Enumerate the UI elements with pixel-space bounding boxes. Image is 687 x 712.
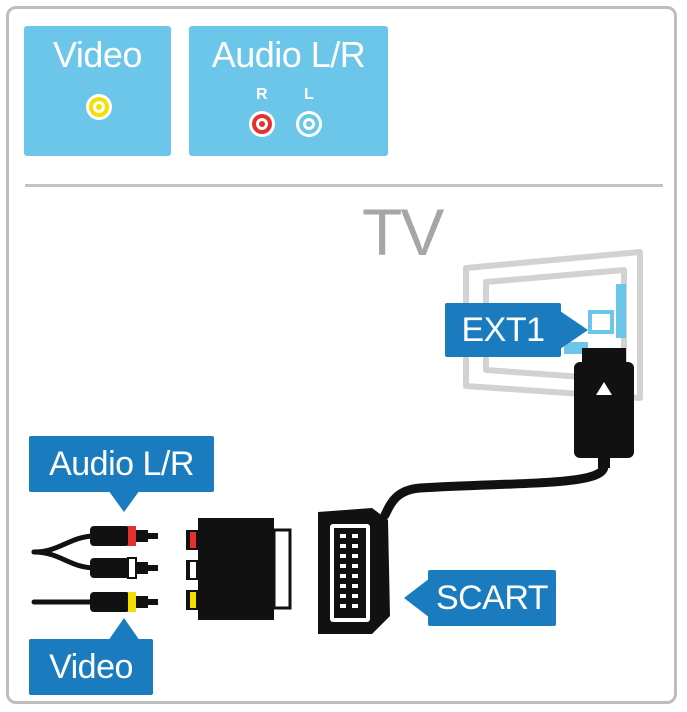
rca-audio-jacks-icon <box>249 111 322 137</box>
audio-callout: Audio L/R <box>29 436 214 492</box>
video-callout-pointer <box>108 618 140 641</box>
rca-yellow-jack-icon <box>86 94 112 120</box>
tv-title: TV <box>362 195 444 269</box>
scart-pointer <box>404 578 430 618</box>
video-connector-tile: Video <box>24 26 171 156</box>
rca-cables <box>31 533 98 605</box>
scart-rca-adapter-icon <box>186 518 292 620</box>
audio-left-letter: L <box>304 86 314 103</box>
audio-right-letter: R <box>256 86 268 103</box>
ext1-pointer <box>560 311 588 349</box>
section-divider <box>25 184 663 187</box>
audio-callout-pointer <box>108 490 140 512</box>
ext1-callout: EXT1 <box>445 303 561 357</box>
scart-plug-tv-icon <box>574 348 634 468</box>
rca-yellow-plug-icon <box>90 592 158 612</box>
ext1-port-icon <box>564 284 626 354</box>
rca-white-plug-icon <box>90 557 158 579</box>
rca-white-jack-icon <box>296 111 322 137</box>
rca-red-plug-icon <box>90 526 158 546</box>
rca-red-jack-icon <box>249 111 275 137</box>
audio-tile-label: Audio L/R <box>211 34 366 75</box>
scart-connector-icon <box>318 508 390 634</box>
scart-callout: SCART <box>428 570 556 626</box>
audio-connector-tile: Audio L/R R L <box>189 26 388 156</box>
video-callout: Video <box>29 639 153 695</box>
scart-cable <box>380 461 609 520</box>
video-tile-label: Video <box>53 34 142 75</box>
